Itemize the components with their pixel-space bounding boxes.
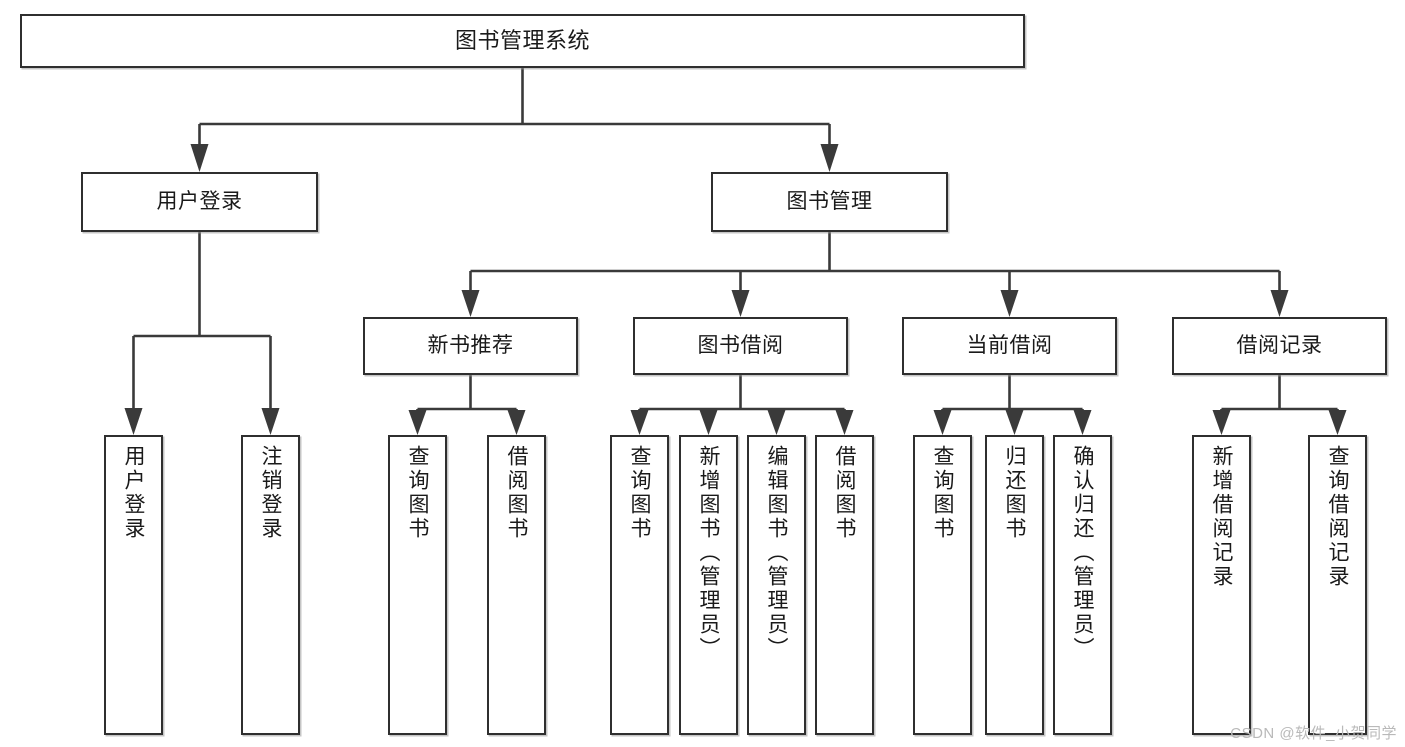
node-leaf-borrow-lend[interactable]: 借阅图书 [815, 435, 874, 735]
node-label: 查询图书 [406, 445, 429, 541]
node-label: 新书推荐 [427, 334, 514, 358]
node-label: 用户登录 [122, 445, 145, 541]
node-label: 当前借阅 [966, 334, 1053, 358]
node-leaf-cur-query[interactable]: 查询图书 [913, 435, 972, 735]
node-label: 查询图书 [931, 445, 954, 541]
node-leaf-borrow-edit[interactable]: 编辑图书（管理员） [747, 435, 806, 735]
node-book-manage[interactable]: 图书管理 [711, 172, 948, 232]
node-label: 归还图书 [1003, 445, 1026, 541]
node-label: 编辑图书（管理员） [765, 445, 788, 661]
node-label: 确认归还（管理员） [1071, 445, 1094, 661]
node-leaf-cur-confirm[interactable]: 确认归还（管理员） [1053, 435, 1112, 735]
watermark: CSDN @软件_小贺同学 [1230, 725, 1397, 742]
node-label: 借阅图书 [833, 445, 856, 541]
node-leaf-record-add[interactable]: 新增借阅记录 [1192, 435, 1251, 735]
node-label: 用户登录 [156, 190, 243, 214]
node-label: 新增图书（管理员） [697, 445, 720, 661]
node-label: 查询借阅记录 [1326, 445, 1349, 589]
node-borrow-record[interactable]: 借阅记录 [1172, 317, 1387, 375]
node-label: 借阅记录 [1236, 334, 1323, 358]
node-label: 借阅图书 [505, 445, 528, 541]
node-label: 图书管理 [786, 190, 873, 214]
node-leaf-record-search[interactable]: 查询借阅记录 [1308, 435, 1367, 735]
node-leaf-rec-borrow[interactable]: 借阅图书 [487, 435, 546, 735]
node-leaf-cur-return[interactable]: 归还图书 [985, 435, 1044, 735]
node-leaf-borrow-query[interactable]: 查询图书 [610, 435, 669, 735]
node-label: 图书借阅 [697, 334, 784, 358]
node-book-borrow[interactable]: 图书借阅 [633, 317, 848, 375]
node-leaf-user-login[interactable]: 用户登录 [104, 435, 163, 735]
node-label: 查询图书 [628, 445, 651, 541]
node-new-book-rec[interactable]: 新书推荐 [363, 317, 578, 375]
node-label: 新增借阅记录 [1210, 445, 1233, 589]
node-leaf-borrow-add[interactable]: 新增图书（管理员） [679, 435, 738, 735]
node-user-login[interactable]: 用户登录 [81, 172, 318, 232]
node-label: 图书管理系统 [454, 27, 590, 53]
node-leaf-user-logout[interactable]: 注销登录 [241, 435, 300, 735]
node-current-borrow[interactable]: 当前借阅 [902, 317, 1117, 375]
node-leaf-rec-query[interactable]: 查询图书 [388, 435, 447, 735]
node-root[interactable]: 图书管理系统 [20, 14, 1025, 68]
node-label: 注销登录 [259, 445, 282, 541]
